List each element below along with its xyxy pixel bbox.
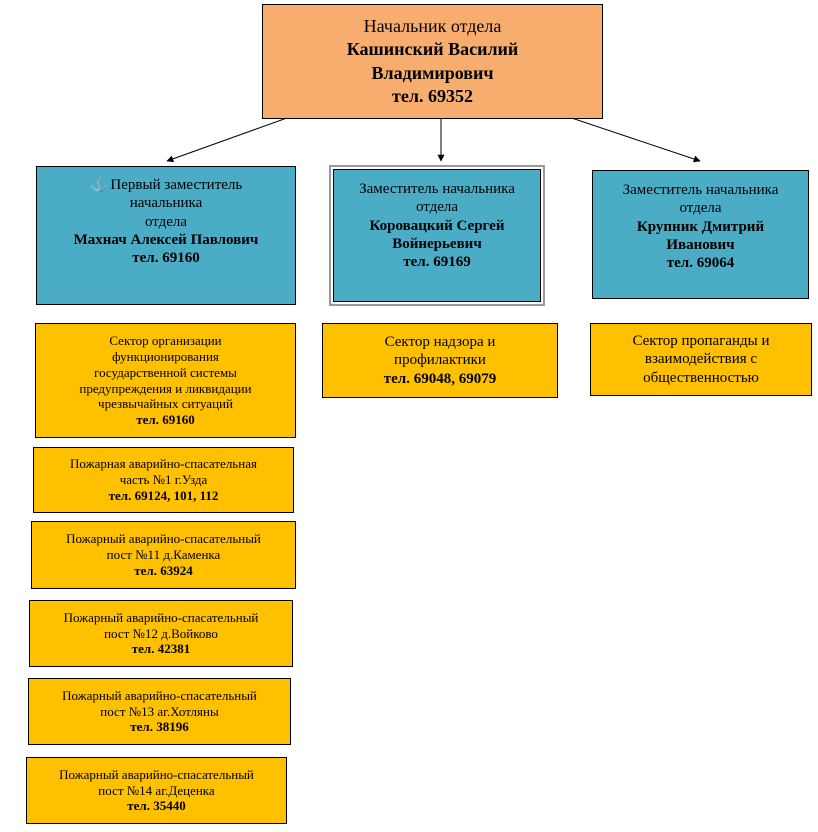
first-deputy-role-line1: ⚓Первый заместитель	[90, 176, 243, 194]
fire-post-khotlyany-line1: Пожарный аварийно-спасательный	[62, 687, 257, 703]
fire-post-kamenka-line1: Пожарный аварийно-спасательный	[66, 531, 261, 547]
sector-emergency-line5: чрезвычайных ситуаций	[98, 396, 233, 412]
sector-propaganda-line2: взаимодействия с	[644, 351, 758, 368]
sector-emergency-line3: государственной системы	[94, 364, 237, 380]
sector-propaganda-line1: Сектор пропаганды и	[632, 333, 770, 350]
sector-propaganda-box: Сектор пропаганды и взаимодействия с общ…	[590, 323, 812, 396]
second-deputy-role-line1: Заместитель начальника	[359, 181, 515, 197]
fire-post-voikovo-line1: Пожарный аварийно-спасательный	[63, 609, 259, 625]
fire-unit-uzda-line2: часть №1 г.Узда	[119, 472, 208, 488]
sector-propaganda-line3: общественностью	[643, 369, 759, 386]
fire-unit-uzda-phone: тел. 69124, 101, 112	[108, 487, 219, 503]
sector-emergency-line4: предупреждения и ликвидации	[79, 380, 252, 396]
third-deputy-phone: тел. 69064	[666, 255, 735, 272]
third-deputy-role-line1: Заместитель начальника	[622, 182, 779, 198]
fire-post-detsenka-line1: Пожарный аварийно-спасательный	[59, 766, 254, 782]
third-deputy-name-line2: Иванович	[666, 236, 735, 253]
fire-unit-uzda-box: Пожарная аварийно-спасательная часть №1 …	[33, 447, 294, 513]
sector-supervision-line1: Сектор надзора и	[384, 334, 496, 351]
chief-name-line1: Кашинский Василий	[346, 39, 519, 60]
second-deputy-box: Заместитель начальника отдела Коровацкий…	[333, 169, 541, 302]
sector-emergency-line1: Сектор организации	[109, 332, 222, 348]
fire-post-kamenka-phone: тел. 63924	[134, 562, 193, 578]
sector-supervision-box: Сектор надзора и профилактики тел. 69048…	[322, 323, 558, 398]
sector-emergency-system-box: Сектор организации функционирования госу…	[35, 323, 296, 438]
first-deputy-phone: тел. 69160	[132, 250, 200, 267]
fire-post-kamenka-box: Пожарный аварийно-спасательный пост №11 …	[31, 521, 296, 589]
second-deputy-role-line2: отдела	[415, 199, 459, 216]
chief-role: Начальник отдела	[363, 15, 502, 36]
fire-post-detsenka-line2: пост №14 аг.Деценка	[98, 782, 215, 798]
third-deputy-role-line2: отдела	[679, 200, 722, 217]
fire-post-detsenka-phone: тел. 35440	[127, 798, 186, 814]
first-deputy-name: Махнач Алексей Павлович	[73, 231, 259, 248]
second-deputy-name-line1: Коровацкий Сергей	[369, 217, 505, 234]
second-deputy-phone: тел. 69169	[403, 254, 471, 271]
third-deputy-name-line1: Крупник Дмитрий	[636, 218, 765, 235]
fire-post-voikovo-line2: пост №12 д.Войково	[104, 625, 218, 641]
first-deputy-role-text: Первый заместитель	[110, 177, 243, 193]
sector-emergency-phone: тел. 69160	[136, 412, 195, 428]
sector-supervision-line2: профилактики	[394, 352, 486, 369]
fire-post-voikovo-phone: тел. 42381	[131, 641, 191, 657]
first-deputy-role-line3: отдела	[144, 213, 188, 230]
sector-supervision-phone: тел. 69048, 69079	[383, 370, 497, 387]
fire-post-kamenka-line2: пост №11 д.Каменка	[106, 547, 221, 563]
chief-phone: тел. 69352	[392, 85, 473, 106]
fire-post-khotlyany-box: Пожарный аварийно-спасательный пост №13 …	[28, 678, 291, 745]
third-deputy-box: Заместитель начальника отдела Крупник Дм…	[592, 170, 809, 299]
second-deputy-name-line2: Войнерьевич	[392, 235, 482, 252]
fire-post-detsenka-box: Пожарный аварийно-спасательный пост №14 …	[26, 757, 287, 824]
fire-post-khotlyany-phone: тел. 38196	[130, 719, 189, 735]
chief-box: Начальник отдела Кашинский Василий Влади…	[262, 4, 603, 119]
fire-post-voikovo-box: Пожарный аварийно-спасательный пост №12 …	[29, 600, 293, 667]
first-deputy-box: ⚓Первый заместитель начальника отдела Ма…	[36, 166, 296, 305]
sector-emergency-line2: функционирования	[112, 348, 219, 364]
fire-post-khotlyany-line2: пост №13 аг.Хотляны	[100, 703, 219, 719]
anchor-icon: ⚓	[89, 177, 109, 193]
fire-unit-uzda-line1: Пожарная аварийно-спасательная	[70, 456, 257, 472]
chief-name-line2: Владимирович	[371, 62, 494, 83]
first-deputy-role-line2: начальника	[129, 195, 203, 212]
